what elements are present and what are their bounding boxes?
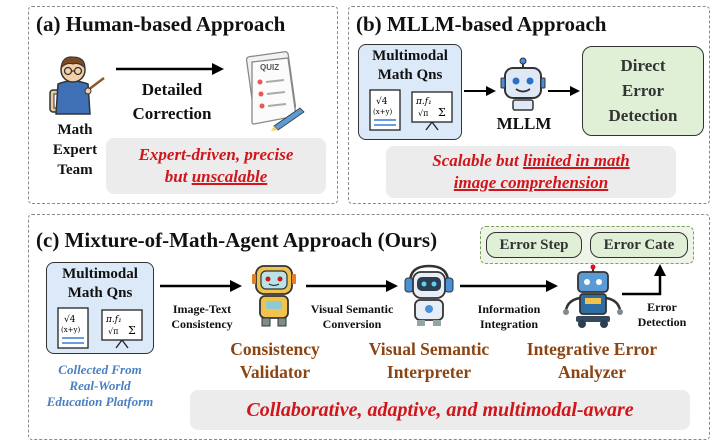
panel-a-caption: Expert-driven, precise but unscalable — [138, 145, 294, 186]
consistency-arrow — [160, 280, 242, 292]
math-board-icon: π.f₁ √π Σ — [411, 91, 453, 131]
svg-text:Σ: Σ — [128, 324, 136, 337]
panel-mixture-of-math-agent — [28, 214, 710, 440]
svg-text:√4: √4 — [64, 314, 76, 325]
svg-text:√π: √π — [108, 327, 118, 336]
svg-text:(x+y): (x+y) — [373, 108, 392, 116]
robot-icon — [500, 57, 546, 111]
svg-text:π.f₁: π.f₁ — [415, 97, 432, 107]
panel-c-caption: Collaborative, adaptive, and multimodal-… — [246, 399, 634, 421]
mllm-label: MLLM — [496, 114, 552, 133]
svg-text:(x+y): (x+y) — [61, 326, 80, 334]
validator-robot-icon — [252, 265, 296, 327]
quiz-icon: QUIZ — [245, 51, 305, 131]
input-to-mllm-arrow — [464, 86, 496, 96]
mllm-to-output-arrow — [548, 86, 580, 96]
svg-text:√4: √4 — [376, 96, 388, 107]
expert-team-label: Math Expert Team — [52, 122, 98, 178]
panel-human-based — [28, 6, 338, 204]
visual-semantic-conversion-label: Visual Semantic Conversion — [310, 302, 394, 331]
panel-b-title: (b) MLLM-based Approach — [356, 12, 607, 36]
conversion-arrow — [306, 280, 398, 292]
svg-text:π.f₁: π.f₁ — [105, 315, 122, 325]
integration-arrow — [460, 280, 558, 292]
correction-arrow — [116, 63, 224, 75]
detailed-correction-label: Detailed Correction — [132, 80, 212, 123]
error-cate-box: Error Cate — [590, 232, 688, 258]
panel-b-caption-box — [386, 146, 676, 198]
math-notebook-icon: √4 (x+y) — [369, 89, 401, 131]
svg-text:√π: √π — [418, 109, 428, 118]
panel-c-title: (c) Mixture-of-Math-Agent Approach (Ours… — [36, 228, 438, 252]
teacher-icon — [49, 56, 105, 115]
integrative-error-analyzer-label: Integrative Error Analyzer — [526, 339, 658, 382]
panel-b-output-box — [582, 46, 704, 136]
panel-mllm-based — [348, 6, 710, 204]
panel-c-input-label: Multimodal Math Qns — [62, 266, 138, 301]
math-notebook-icon: √4 (x+y) — [57, 307, 89, 349]
math-board-icon: π.f₁ √π Σ — [101, 309, 143, 349]
error-detection-arrow — [622, 264, 666, 296]
error-step-box: Error Step — [486, 232, 582, 258]
error-detection-label: Error Detection — [637, 300, 687, 329]
panel-a-caption-box — [106, 138, 326, 194]
interpreter-robot-icon — [404, 264, 454, 326]
panel-b-input-label: Multimodal Math Qns — [372, 48, 448, 83]
consistency-validator-label: Consistency Validator — [230, 339, 320, 382]
panel-b-caption: Scalable but limited in math image compr… — [432, 151, 630, 192]
visual-semantic-interpreter-label: Visual Semantic Interpreter — [368, 339, 490, 382]
svg-text:Σ: Σ — [438, 106, 446, 119]
quiz-label: QUIZ — [260, 63, 279, 72]
image-text-consistency-label: Image-Text Consistency — [171, 302, 233, 331]
analyzer-robot-icon — [563, 264, 623, 328]
panel-a-title: (a) Human-based Approach — [36, 12, 286, 36]
panel-c-caption-box — [190, 390, 690, 430]
information-integration-label: Information Integration — [477, 302, 541, 331]
direct-error-detection-label: Direct Error Detection — [608, 56, 678, 125]
data-source-label: Collected From Real-World Education Plat… — [46, 362, 154, 409]
